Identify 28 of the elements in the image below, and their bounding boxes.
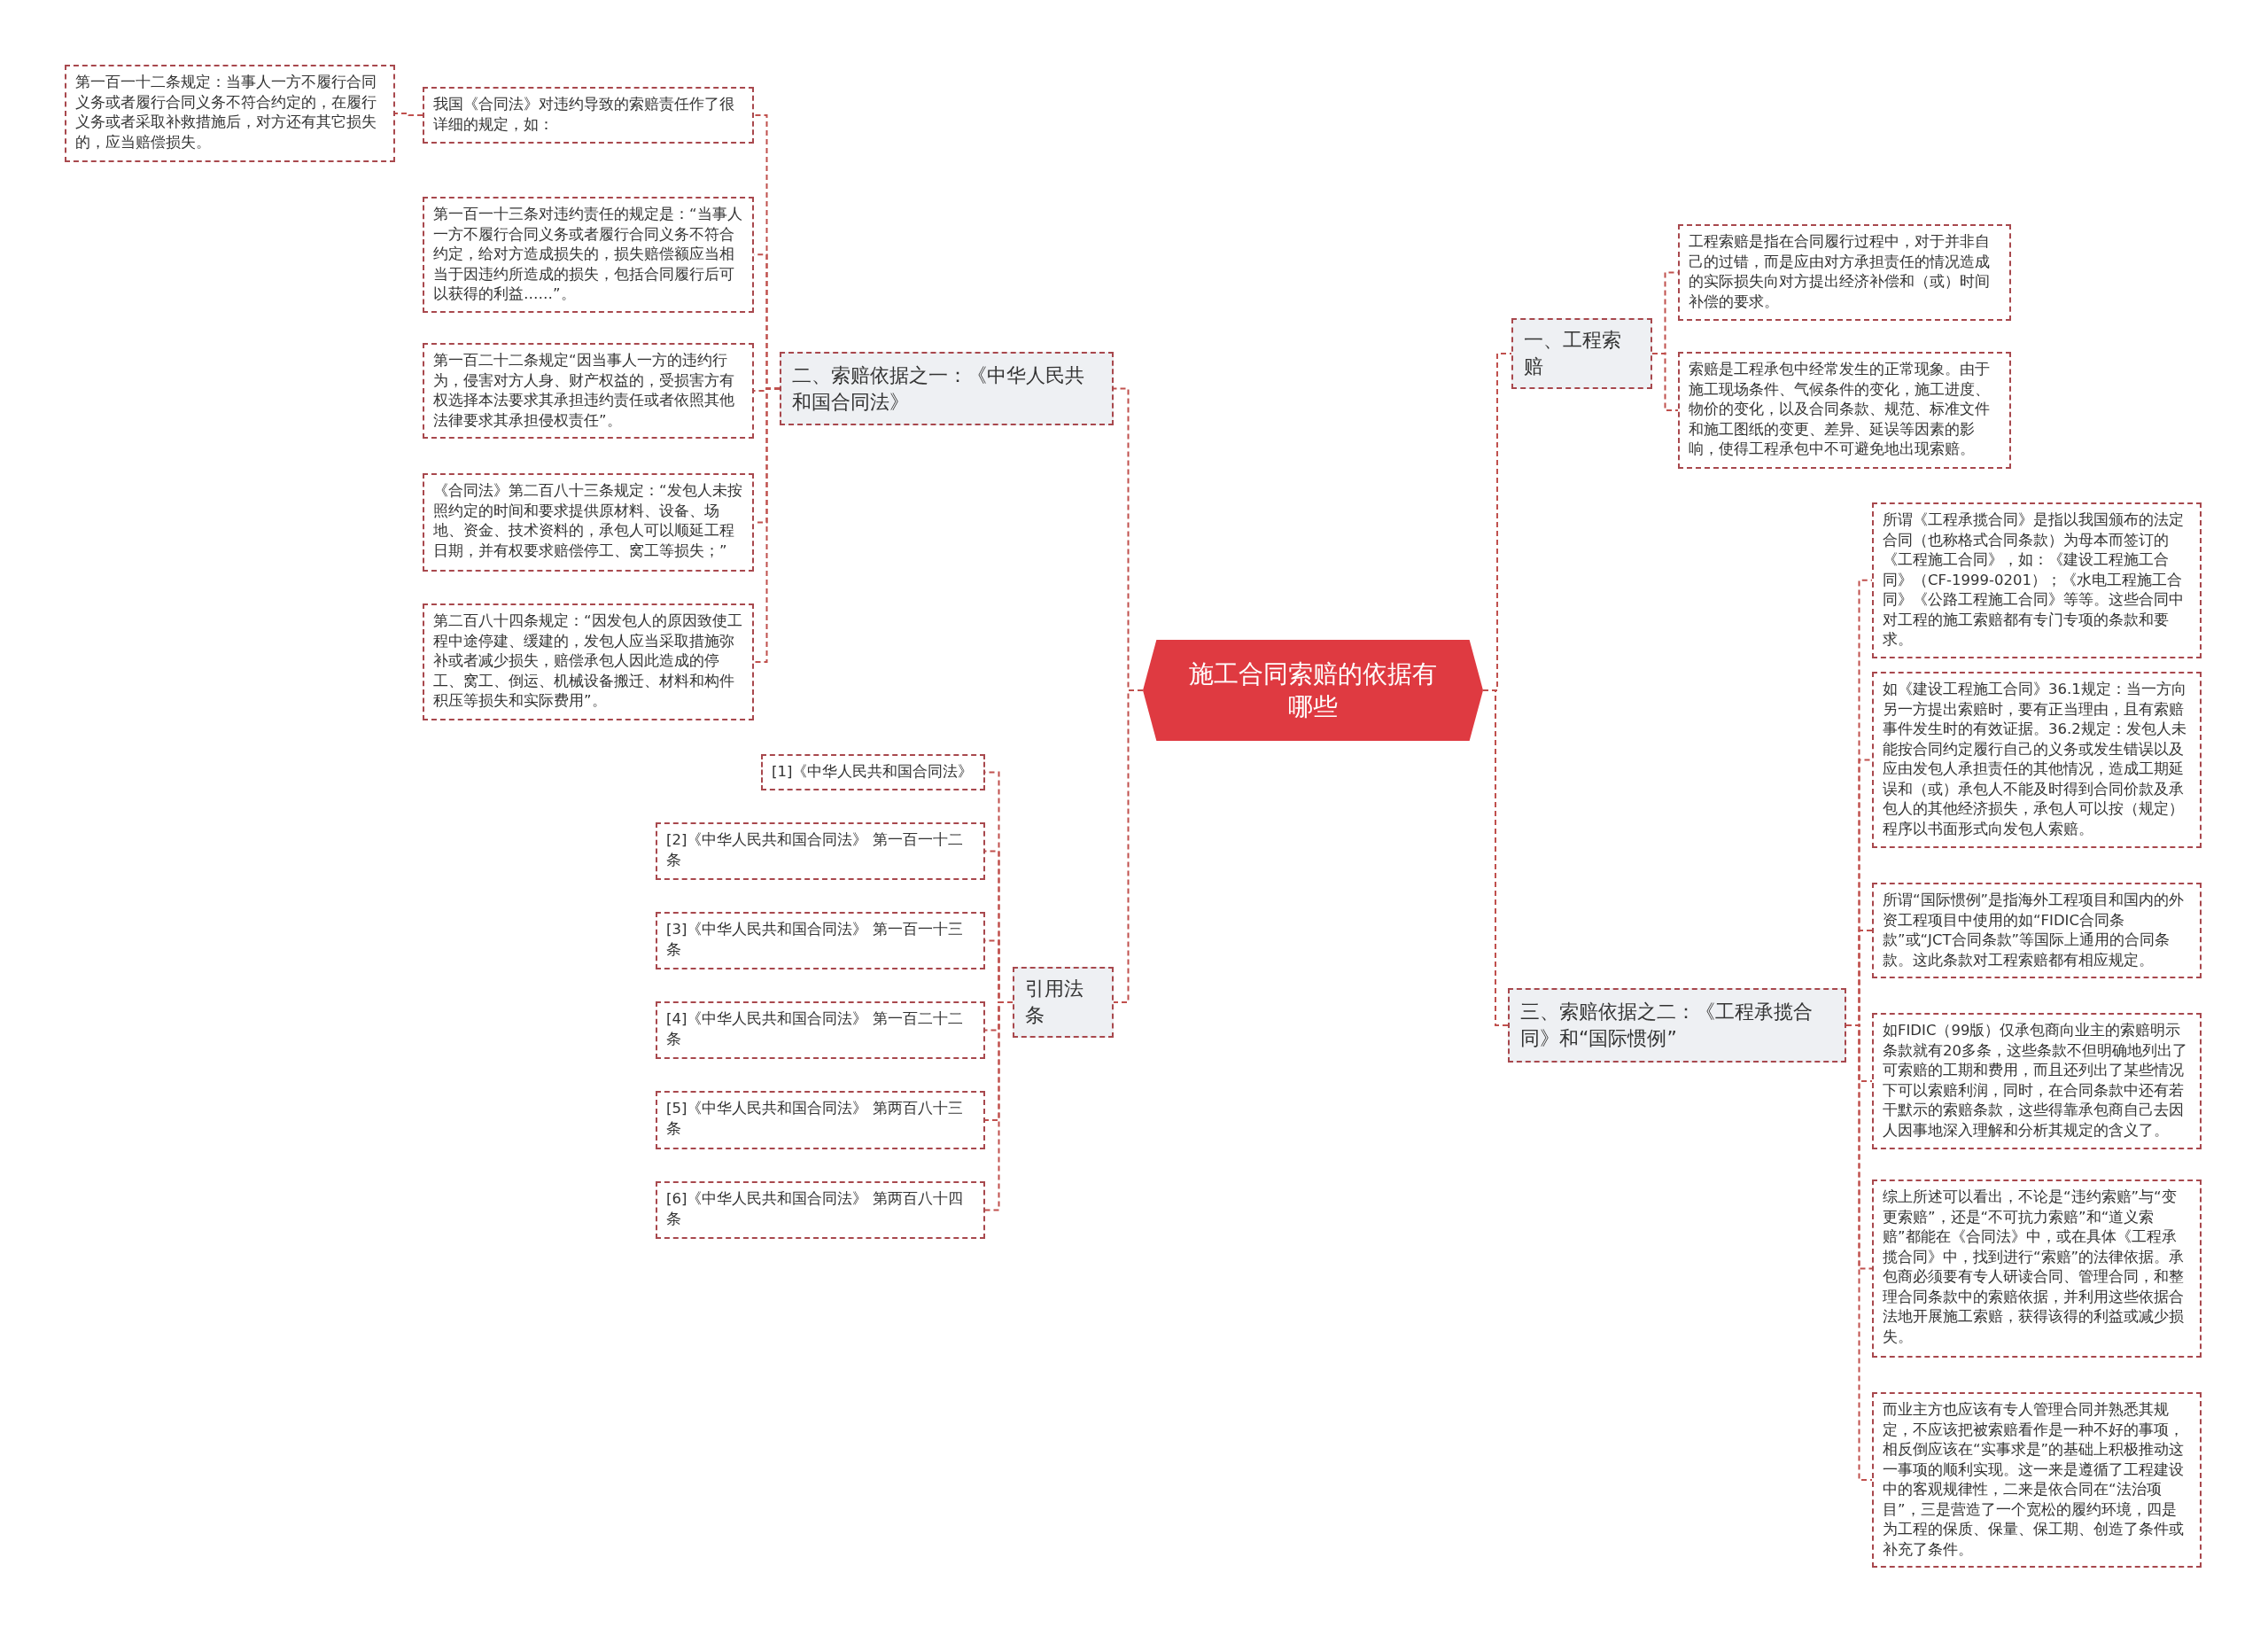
note-box: [3]《中华人民共和国合同法》 第一百一十三条 xyxy=(656,912,985,969)
note-box: 综上所述可以看出，不论是“违约索赔”与“变更索赔”，还是“不可抗力索赔”和“道义索赔”都能在《合同法》中，或在具体《工程承揽合同》中，找到进行“索赔”的法律依据。承包商必须要有专人研读合同、管理合同，和整理合同条款中的索赔依据，并利用这些依据合法地开展施工索赔，获得该得的利益或减少损失。 xyxy=(1872,1180,2202,1358)
note-box: [4]《中华人民共和国合同法》 第一百二十二条 xyxy=(656,1001,985,1059)
topic-box: 一、工程索赔 xyxy=(1511,318,1652,389)
note-box: 如《建设工程施工合同》36.1规定：当一方向另一方提出索赔时，要有正当理由，且有索赔事件发生时的有效证据。36.2规定：发包人未能按合同约定履行自己的义务或发生错误以及应由发包人承担责任的其他情况，造成工期延误和（或）承包人不能及时得到合同价款及承包人的其他经济损失，承包人可以按（规定）程序以书面形式向发包人索赔。 xyxy=(1872,672,2202,848)
note-box: 而业主方也应该有专人管理合同并熟悉其规定，不应该把被索赔看作是一种不好的事项，相反倒应该在“实事求是”的基础上积极推动这一事项的顺利实现。这一来是遵循了工程建设中的客观规律性，二来是依合同在“法治项目”，三是营造了一个宽松的履约环境，四是为工程的保质、保量、保工期、创造了条件或补充了条件。 xyxy=(1872,1392,2202,1568)
note-box: 所谓《工程承揽合同》是指以我国颁布的法定合同（也称格式合同条款）为母本而签订的《工程施工合同》，如：《建设工程施工合同》（CF-1999-0201）；《水电工程施工合同》《公路工程施工合同》等等。这些合同中对工程的施工索赔都有专门专项的条款和要求。 xyxy=(1872,502,2202,658)
topic-box: 三、索赔依据之二：《工程承揽合同》和“国际惯例” xyxy=(1508,988,1846,1063)
note-box: [2]《中华人民共和国合同法》 第一百一十二条 xyxy=(656,822,985,880)
note-box: 《合同法》第二百八十三条规定：“发包人未按照约定的时间和要求提供原材料、设备、场地、资金、技术资料的，承包人可以顺延工程日期，并有权要求赔偿停工、窝工等损失；” xyxy=(423,473,754,572)
note-box: 工程索赔是指在合同履行过程中，对于并非自己的过错，而是应由对方承担责任的情况造成的实际损失向对方提出经济补偿和（或）时间补偿的要求。 xyxy=(1678,224,2011,321)
note-box: 我国《合同法》对违约导致的索赔责任作了很详细的规定，如： xyxy=(423,87,754,144)
topic-box: 引用法条 xyxy=(1013,967,1114,1038)
note-box: 所谓“国际惯例”是指海外工程项目和国内的外资工程项目中使用的如“FIDIC合同条款”或“JCT合同条款”等国际上通用的合同条款。这此条款对工程索赔都有相应规定。 xyxy=(1872,883,2202,978)
note-box: [5]《中华人民共和国合同法》 第两百八十三条 xyxy=(656,1091,985,1149)
note-box: 如FIDIC（99版）仅承包商向业主的索赔明示条款就有20多条，这些条款不但明确地列出了可索赔的工期和费用，而且还列出了某些情况下可以索赔利润，同时，在合同条款中还有若干默示的索赔条款，这些得靠承包商自己去因人因事地深入理解和分析其规定的含义了。 xyxy=(1872,1013,2202,1149)
note-box: 索赔是工程承包中经常发生的正常现象。由于施工现场条件、气候条件的变化，施工进度、物价的变化，以及合同条款、规范、标准文件和施工图纸的变更、差异、延误等因素的影响，使得工程承包中不可避免地出现索赔。 xyxy=(1678,352,2011,469)
note-box: 第一百一十二条规定：当事人一方不履行合同义务或者履行合同义务不符合约定的，在履行义务或者采取补救措施后，对方还有其它损失的，应当赔偿损失。 xyxy=(65,65,395,162)
connector-line xyxy=(984,1001,1014,1211)
topic-box: 二、索赔依据之一：《中华人民共和国合同法》 xyxy=(780,352,1114,425)
connector-line xyxy=(1651,353,1679,411)
note-box: [6]《中华人民共和国合同法》 第两百八十四条 xyxy=(656,1181,985,1239)
note-box: 第一百二十二条规定“因当事人一方的违约行为，侵害对方人身、财产权益的，受损害方有权选择本法要求其承担违约责任或者依照其他法律要求其承担侵权责任”。 xyxy=(423,343,754,439)
note-box: 第二百八十四条规定：“因发包人的原因致使工程中途停建、缓建的，发包人应当采取措施弥补或者减少损失，赔偿承包人因此造成的停工、窝工、倒运、机械设备搬迁、材料和构件积压等损失和实际费用”。 xyxy=(423,603,754,720)
connector-line xyxy=(753,387,781,663)
connector-line xyxy=(394,113,423,116)
note-box: 第一百一十三条对违约责任的规定是：“当事人一方不履行合同义务或者履行合同义务不符合约定，给对方造成损失的，损失赔偿额应当相当于因违约所造成的损失，包括合同履行后可以获得的利益……”。 xyxy=(423,197,754,313)
note-box: [1]《中华人民共和国合同法》 xyxy=(761,754,985,790)
